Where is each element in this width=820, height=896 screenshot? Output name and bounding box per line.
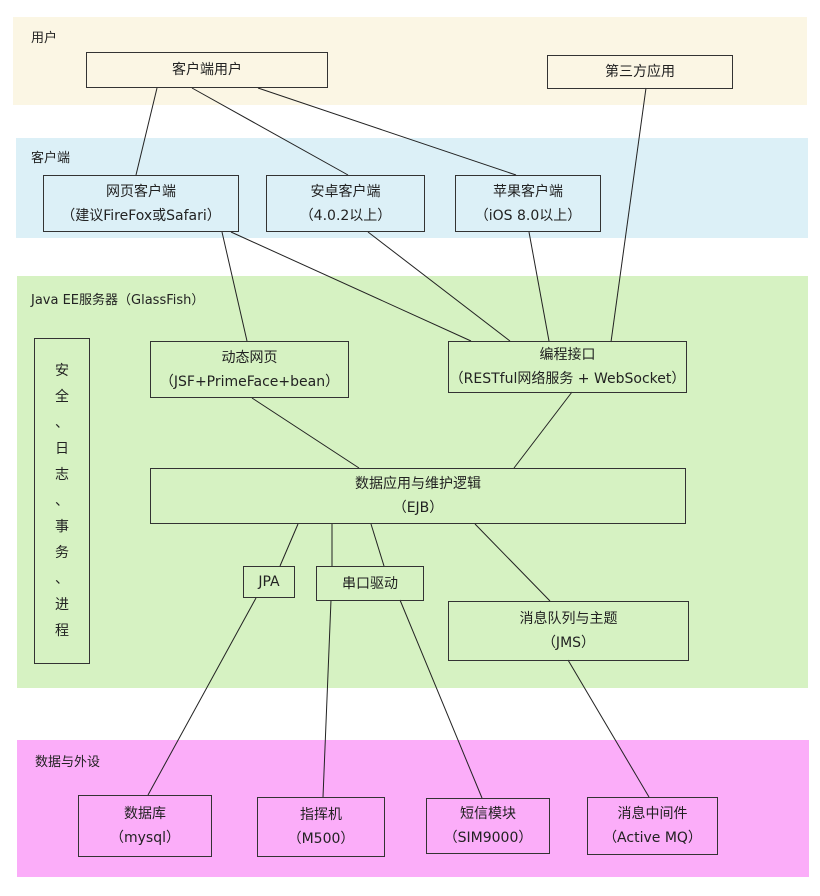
node-api: 编程接口 （RESTful网络服务 + WebSocket）	[448, 341, 687, 393]
node-api-title: 编程接口	[539, 347, 596, 363]
node-android-client-title: 安卓客户端	[310, 183, 381, 200]
node-logic: 数据应用与维护逻辑 （EJB）	[150, 468, 686, 524]
node-message-middleware-title: 消息中间件	[617, 806, 688, 822]
node-logic-subtitle: （EJB）	[392, 500, 444, 516]
link-web-dynamic	[221, 231, 248, 342]
node-dynamic-pages: 动态网页 （JSF+PrimeFace+bean）	[150, 341, 349, 398]
node-command-unit: 指挥机 （M500）	[257, 797, 385, 857]
link-ios-api	[528, 231, 550, 342]
band-clients	[16, 138, 808, 238]
side-char: 、	[55, 493, 69, 509]
node-web-client-subtitle: （建议FireFox或Safari）	[61, 207, 221, 224]
side-char: 志	[55, 467, 69, 483]
side-char: 、	[55, 571, 69, 587]
node-sms-module-title: 短信模块	[460, 806, 516, 822]
band-title-clients: 客户端	[31, 151, 71, 166]
node-database: 数据库 （mysql）	[78, 795, 212, 857]
node-third-party: 第三方应用	[547, 55, 733, 89]
band-title-server: Java EE服务器（GlassFish）	[31, 293, 205, 308]
side-char: 、	[55, 415, 69, 431]
node-android-client: 安卓客户端 （4.0.2以上）	[266, 175, 425, 232]
band-server	[17, 276, 808, 688]
side-char: 全	[55, 389, 69, 405]
node-third-party-label: 第三方应用	[605, 64, 675, 80]
node-sms-module: 短信模块 （SIM9000）	[426, 798, 550, 854]
node-jms: 消息队列与主题 （JMS）	[448, 601, 689, 661]
node-ios-client-subtitle: （iOS 8.0以上）	[474, 207, 582, 224]
link-api-logic	[513, 391, 573, 469]
node-jms-subtitle: （JMS）	[541, 635, 596, 651]
node-command-unit-title: 指挥机	[300, 807, 342, 823]
node-android-client-subtitle: （4.0.2以上）	[299, 207, 392, 224]
side-char: 进	[55, 597, 69, 613]
node-jpa: JPA	[243, 566, 295, 598]
node-client-user-label: 客户端用户	[172, 62, 242, 78]
side-box-cross-cutting: 安 全 、 日 志 、 事 务 、 进 程	[34, 338, 90, 664]
node-database-subtitle: （mysql）	[110, 830, 180, 846]
node-message-middleware: 消息中间件 （Active MQ）	[587, 797, 718, 855]
link-thirdparty-api	[610, 87, 647, 343]
link-dynamic-logic	[251, 397, 360, 469]
link-jms-mq	[567, 659, 650, 798]
band-title-data: 数据与外设	[35, 755, 101, 770]
node-serial-driver: 串口驱动	[316, 566, 424, 601]
band-users	[13, 17, 807, 105]
node-logic-title: 数据应用与维护逻辑	[355, 476, 481, 492]
node-database-title: 数据库	[124, 806, 166, 822]
node-serial-driver-label: 串口驱动	[342, 575, 398, 592]
link-user-web	[135, 87, 158, 176]
side-char: 事	[55, 519, 69, 535]
link-logic-serial-b	[370, 523, 385, 567]
node-message-middleware-subtitle: （Active MQ）	[603, 830, 702, 846]
link-user-android	[191, 87, 349, 176]
node-ios-client: 苹果客户端 （iOS 8.0以上）	[455, 175, 601, 232]
node-client-user: 客户端用户	[86, 52, 328, 88]
link-logic-jpa	[279, 523, 299, 567]
node-api-subtitle: （RESTful网络服务 + WebSocket）	[449, 371, 686, 387]
node-dynamic-pages-title: 动态网页	[221, 349, 278, 366]
band-title-users: 用户	[31, 31, 58, 46]
side-char: 日	[55, 441, 69, 457]
node-sms-module-subtitle: （SIM9000）	[443, 830, 533, 846]
link-jpa-database	[147, 597, 257, 796]
link-android-api	[367, 231, 511, 342]
node-web-client: 网页客户端 （建议FireFox或Safari）	[43, 175, 239, 232]
link-serial-command	[322, 599, 332, 798]
link-serial-sms	[399, 599, 483, 799]
node-dynamic-pages-subtitle: （JSF+PrimeFace+bean）	[159, 373, 340, 390]
link-web-api	[230, 231, 472, 342]
link-user-ios	[257, 87, 517, 176]
side-char: 务	[55, 545, 69, 561]
node-ios-client-title: 苹果客户端	[493, 183, 563, 200]
link-logic-jms	[474, 523, 551, 602]
side-char: 程	[55, 623, 69, 639]
node-command-unit-subtitle: （M500）	[287, 831, 355, 847]
node-web-client-title: 网页客户端	[106, 183, 176, 200]
node-jpa-label: JPA	[258, 574, 280, 590]
side-char: 安	[55, 363, 69, 379]
node-jms-title: 消息队列与主题	[519, 611, 618, 627]
